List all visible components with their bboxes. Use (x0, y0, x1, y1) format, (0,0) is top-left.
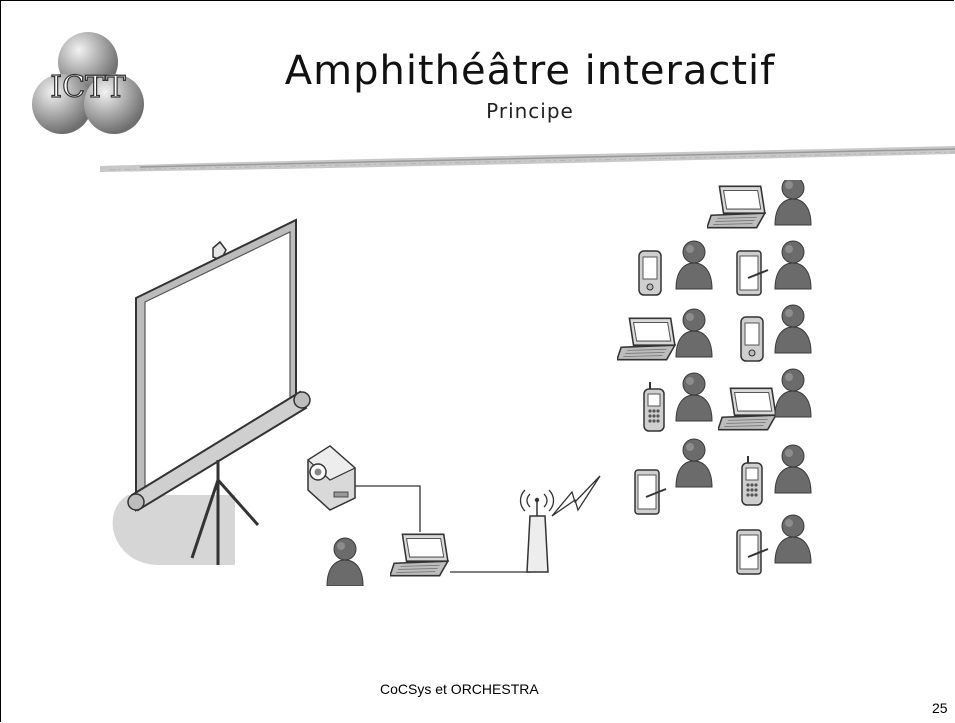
student-person-icon (774, 368, 812, 418)
student-tablet-icon (736, 250, 769, 296)
classroom-diagram (112, 180, 812, 586)
student-laptop-icon (707, 185, 766, 229)
student-pda-icon (638, 250, 662, 296)
projector (307, 445, 357, 511)
logo-text: ICTT (50, 70, 125, 105)
student-person-icon (675, 372, 713, 422)
ictt-logo: ICTT (32, 32, 144, 134)
student-laptop-icon (617, 317, 676, 361)
teacher-laptop-icon (390, 533, 449, 577)
student-person-icon (675, 438, 713, 488)
student-person-icon (774, 180, 812, 226)
student-tablet-icon (633, 468, 668, 516)
projection-screen (112, 218, 311, 565)
student-phone-icon (740, 454, 764, 507)
student-pda-icon (740, 316, 764, 362)
student-laptop-icon (718, 387, 777, 431)
student-person-icon (774, 240, 812, 290)
teacher-person-icon (326, 537, 364, 586)
wifi-access-point-icon (519, 489, 555, 573)
student-person-icon (774, 444, 812, 494)
slide-footer: CoCSys et ORCHESTRA (380, 681, 539, 697)
student-person-icon (675, 308, 713, 358)
students-group (617, 180, 812, 576)
slide-title: Amphithéâtre interactif (284, 48, 776, 94)
student-phone-icon (642, 380, 666, 433)
title-underline (100, 146, 955, 172)
student-person-icon (774, 304, 812, 354)
page-number: 25 (932, 700, 948, 716)
student-person-icon (774, 514, 812, 564)
slide-subtitle: Principe (486, 99, 574, 123)
wireless-signal-icon (551, 475, 601, 517)
student-tablet-icon (735, 528, 770, 576)
student-person-icon (675, 240, 713, 290)
